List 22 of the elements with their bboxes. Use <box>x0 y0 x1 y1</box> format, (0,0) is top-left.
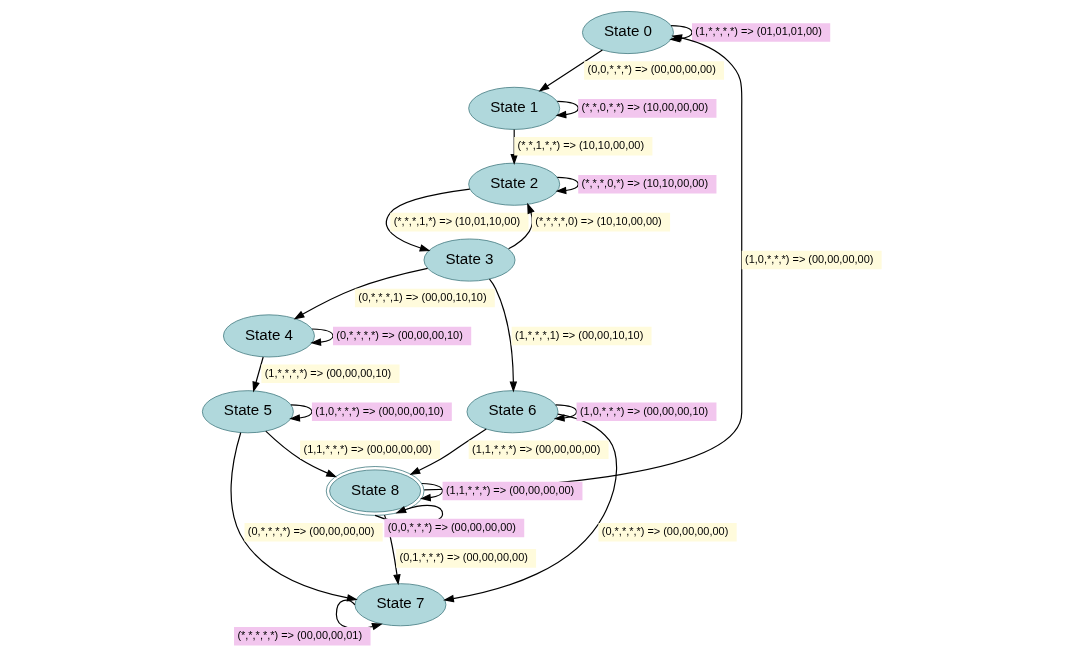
edge-label: (1,1,*,*,*) => (00,00,00,00) <box>471 442 600 455</box>
edge-label: (0,1,*,*,*) => (00,00,00,00) <box>399 551 528 564</box>
edge-label: (1,0,*,*,*) => (00,00,00,10) <box>579 404 708 417</box>
edge-label: (*,*,*,*,*) => (00,00,00,01) <box>236 629 362 642</box>
edge-label: (*,*,*,*,0) => (10,10,00,00) <box>534 215 662 227</box>
edge-label: (1,*,*,*,*) => (01,01,01,00) <box>694 25 822 38</box>
edge-label: (*,*,*,0,*) => (10,10,00,00) <box>581 177 708 190</box>
edge-label: (1,0,*,*,*) => (00,00,00,10) <box>314 404 444 417</box>
edge-label: (0,*,*,*,*) => (00,00,00,00) <box>601 525 728 538</box>
edge-label: (1,1,*,*,*) => (00,00,00,00) <box>445 483 574 496</box>
edge-label: (0,*,*,*,1) => (00,00,10,10) <box>357 290 487 303</box>
edge-label: (0,*,*,*,*) => (00,00,00,10) <box>335 328 463 341</box>
edge-label: (*,*,1,*,*) => (10,10,00,00) <box>517 139 644 152</box>
edge-label: (1,0,*,*,*) => (00,00,00,00) <box>744 252 873 265</box>
edge-label: (0,0,*,*,*) => (00,00,00,00) <box>587 63 716 76</box>
edge-label: (1,1,*,*,*) => (00,00,00,00) <box>303 442 432 455</box>
edge-label: (0,*,*,*,*) => (00,00,00,00) <box>247 525 374 538</box>
edge-label: (1,*,*,*,*) => (00,00,00,10) <box>264 366 391 379</box>
edge-label: (*,*,*,1,*) => (10,01,10,00) <box>393 215 520 227</box>
edge-label: (*,*,0,*,*) => (10,00,00,00) <box>581 101 708 114</box>
edge-label: (1,*,*,*,1) => (00,00,10,10) <box>514 328 643 341</box>
edge-label: (0,0,*,*,*) => (00,00,00,00) <box>387 520 516 533</box>
